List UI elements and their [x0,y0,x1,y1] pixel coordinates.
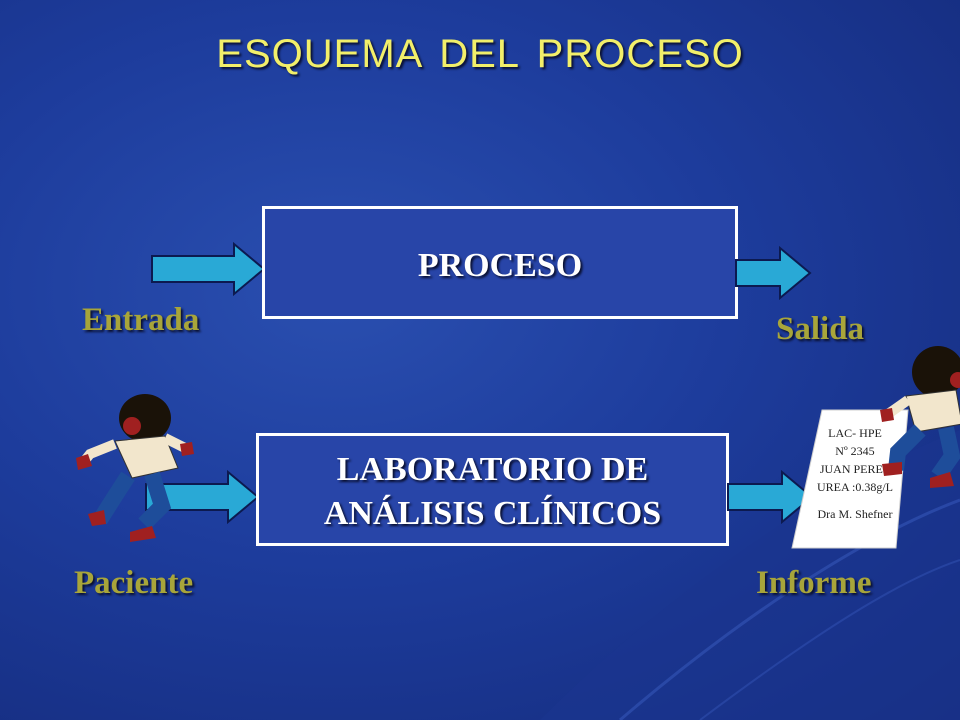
report-document [791,409,909,549]
informe-label: Informe [756,565,872,601]
process-label: PROCESO [417,247,583,284]
report-arrow [727,470,814,524]
report-line3: JUAN PEREZ [819,462,891,476]
input-arrow [151,242,266,296]
report-line4: UREA :0.38g/L [816,480,893,494]
slide-title: ESQUEMA DEL PROCESO [216,32,744,76]
report-line1: LAC- HPE [828,426,882,440]
entrada-label: Entrada [82,302,200,338]
output-arrow [735,246,812,300]
laboratory-box: LABORATORIO DE ANÁLISIS CLÍNICOS [256,433,729,546]
laboratory-line1: LABORATORIO DE [336,451,649,488]
process-box: PROCESO [262,206,738,319]
messenger-figure-icon [880,346,960,488]
patient-figure-icon [76,394,194,542]
report-line2: Nº 2345 [835,444,875,458]
laboratory-line2: ANÁLISIS CLÍNICOS [323,495,662,532]
report-text: LAC- HPE Nº 2345 JUAN PEREZ UREA :0.38g/… [800,424,910,523]
salida-label: Salida [776,311,865,347]
paciente-label: Paciente [74,565,194,601]
report-line5: Dra M. Shefner [817,507,893,521]
